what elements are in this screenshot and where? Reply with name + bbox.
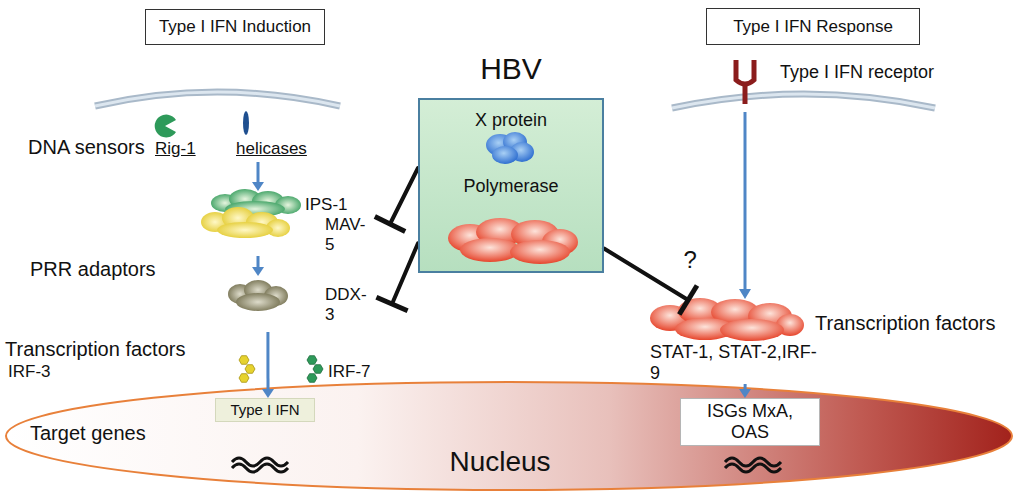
node-text: Type I IFN Response xyxy=(733,17,893,37)
edge-label: ? xyxy=(681,246,698,274)
transcription-cloud: Transcription factorsSTAT-1, STAT-2,IRF-… xyxy=(645,300,1020,384)
edge-label-holder: ? xyxy=(681,246,698,274)
cell-membrane xyxy=(95,92,340,106)
receptor-symbol xyxy=(736,60,754,84)
factor-label-holder: IRF-7 xyxy=(328,362,371,382)
row-label-holder: PRR adaptors xyxy=(30,258,156,281)
node-text: Polymerase xyxy=(463,176,558,197)
node-text-holder: STAT-1, STAT-2,IRF- 9 xyxy=(650,342,830,383)
protein-blob xyxy=(486,132,534,164)
nucleus-outline xyxy=(6,382,1012,490)
node-text-holder: DDX- 3 xyxy=(325,285,367,324)
receptor-label: Type I IFN receptor xyxy=(780,62,934,83)
sensor-label-holder: Rig-1 xyxy=(155,139,196,159)
factor-label: IRF-7 xyxy=(328,362,371,382)
cell-membrane xyxy=(672,94,935,108)
heading-box: Type I IFN Response xyxy=(706,8,920,45)
row-label: Target genes xyxy=(30,422,146,445)
inhibition-line xyxy=(376,243,418,310)
nucleus: Type I IFN ISGs MxA, OAS Nucleus xyxy=(5,380,1013,492)
node-text-holder: Type I IFN xyxy=(216,399,314,421)
node-text-holder: Type I IFN Induction xyxy=(146,10,324,44)
node-text-holder: Type I IFN Response xyxy=(707,9,919,44)
row-label-holder: DNA sensors xyxy=(28,136,145,159)
dna-symbol xyxy=(725,464,781,472)
sensor-symbol xyxy=(155,115,176,138)
factor-label-holder: IRF-3 xyxy=(8,362,51,382)
node-text: Nucleus xyxy=(449,446,550,478)
protein-blob xyxy=(448,218,578,264)
node-text-holder: IPS-1 xyxy=(305,195,348,215)
activation-arrow xyxy=(739,384,751,398)
activation-arrow xyxy=(262,332,274,398)
cell-membrane xyxy=(672,94,935,108)
receptor-label-holder: Type I IFN receptor xyxy=(780,62,934,83)
adaptor-cloud: IPS-1MAV- 5 xyxy=(198,192,390,256)
adaptor-cloud: DDX- 3 xyxy=(225,276,392,332)
gene-box: ISGs MxA, OAS xyxy=(680,398,820,446)
signal-arrow xyxy=(739,289,751,299)
node-text: HBV xyxy=(480,52,542,87)
inhibition-line xyxy=(375,168,418,232)
virus-box-fill xyxy=(418,98,604,273)
node-text-holder: Transcription factors xyxy=(815,312,995,335)
node-text-holder: MAV- 5 xyxy=(325,215,365,254)
sensor-label-holder: helicases xyxy=(236,139,307,159)
row-label: DNA sensors xyxy=(28,136,145,159)
node-text-holder: HBV xyxy=(480,52,542,87)
sensor-symbol xyxy=(243,111,249,135)
cell-membrane xyxy=(95,92,340,106)
node-text: Type I IFN Induction xyxy=(159,17,311,37)
row-label: Transcription factors xyxy=(5,338,185,361)
dna-symbol xyxy=(232,464,288,472)
factor-symbol xyxy=(307,356,323,383)
signal-arrow xyxy=(252,182,264,191)
heading-box: Type I IFN Induction xyxy=(145,9,325,45)
row-label-holder: Target genes xyxy=(30,422,146,445)
node-text-holder: X protein xyxy=(475,110,547,131)
node-text-holder: ISGs MxA, OAS xyxy=(681,399,819,445)
signal-arrow xyxy=(257,162,260,183)
row-label-holder: Transcription factors xyxy=(5,338,185,361)
virus-box: HBVX proteinPolymerase xyxy=(418,98,604,273)
gene-box: Type I IFN xyxy=(215,398,315,422)
factor-symbol xyxy=(239,356,255,383)
protein-cloud xyxy=(650,298,804,341)
node-text: ISGs MxA, OAS xyxy=(700,401,800,442)
node-text: Transcription factors xyxy=(815,312,995,335)
sensor-label: helicases xyxy=(236,139,307,159)
row-label: PRR adaptors xyxy=(30,258,156,281)
sensor-label: Rig-1 xyxy=(155,139,196,159)
node-text: X protein xyxy=(475,110,547,131)
protein-cloud xyxy=(201,207,290,238)
node-text-holder: Nucleus xyxy=(449,446,550,478)
signal-arrow xyxy=(744,112,747,290)
receptor-symbol xyxy=(743,84,748,104)
node-text-holder: Polymerase xyxy=(463,176,558,197)
node-text: Type I IFN xyxy=(230,401,299,418)
node-text: STAT-1, STAT-2,IRF- 9 xyxy=(650,342,830,383)
node-text: IPS-1 xyxy=(305,195,348,215)
node-text: DDX- 3 xyxy=(325,285,367,324)
node-text: MAV- 5 xyxy=(325,215,365,254)
activation-arrow xyxy=(252,256,264,276)
factor-label: IRF-3 xyxy=(8,362,51,382)
protein-cloud xyxy=(228,280,288,311)
